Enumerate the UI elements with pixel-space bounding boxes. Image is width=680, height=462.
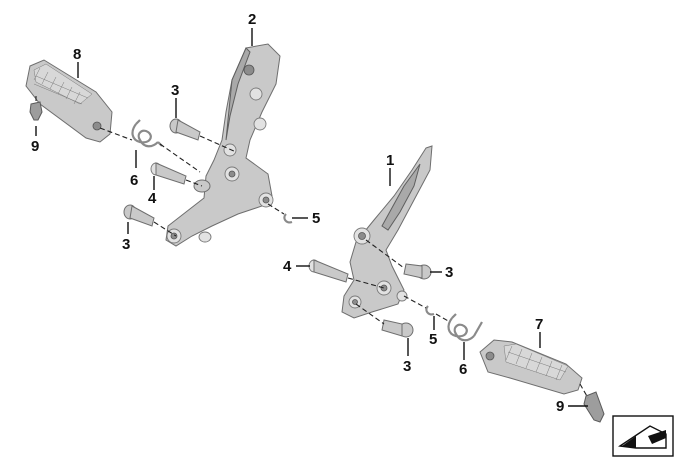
direction-arrow-icon (612, 415, 674, 457)
right-lower-bolt (355, 303, 414, 338)
callout-3: 3 (445, 264, 453, 281)
callout-2: 2 (248, 11, 256, 28)
callout-8: 8 (73, 46, 81, 63)
right-spring (435, 313, 483, 342)
callout-3: 3 (171, 82, 179, 99)
callout-1: 1 (386, 152, 394, 169)
left-circlip (267, 203, 293, 224)
left-peg-axis (99, 127, 133, 141)
callout-5: 5 (312, 210, 320, 227)
callout-3: 3 (403, 358, 411, 375)
left-spring (131, 119, 163, 148)
callout-3: 3 (122, 236, 130, 253)
callout-6: 6 (130, 172, 138, 189)
callout-7: 7 (535, 316, 543, 333)
callout-9: 9 (556, 398, 564, 415)
callout-6: 6 (459, 361, 467, 378)
right-footpeg-tip (579, 383, 605, 423)
right-pivot-pin (308, 259, 385, 289)
left-footpeg (25, 59, 113, 143)
left-pivot-pin (150, 162, 203, 187)
callout-4: 4 (283, 258, 292, 275)
left-upper-bolt (169, 118, 237, 153)
right-footrest-bracket (341, 145, 433, 319)
callout-5: 5 (429, 331, 437, 348)
left-footpeg-tip (29, 96, 43, 121)
callout-leaders (35, 28, 588, 407)
callout-9: 9 (31, 138, 39, 155)
right-upper-bolt (365, 239, 432, 280)
left-footrest-bracket (165, 43, 281, 247)
right-footpeg (479, 339, 583, 395)
left-lower-bolt (123, 204, 177, 237)
callout-4: 4 (148, 190, 157, 207)
callout-labels: 2 8 3 9 6 4 3 5 1 4 3 5 7 3 6 9 (31, 11, 564, 415)
right-circlip (403, 295, 435, 316)
left-spring-axis (159, 143, 201, 173)
